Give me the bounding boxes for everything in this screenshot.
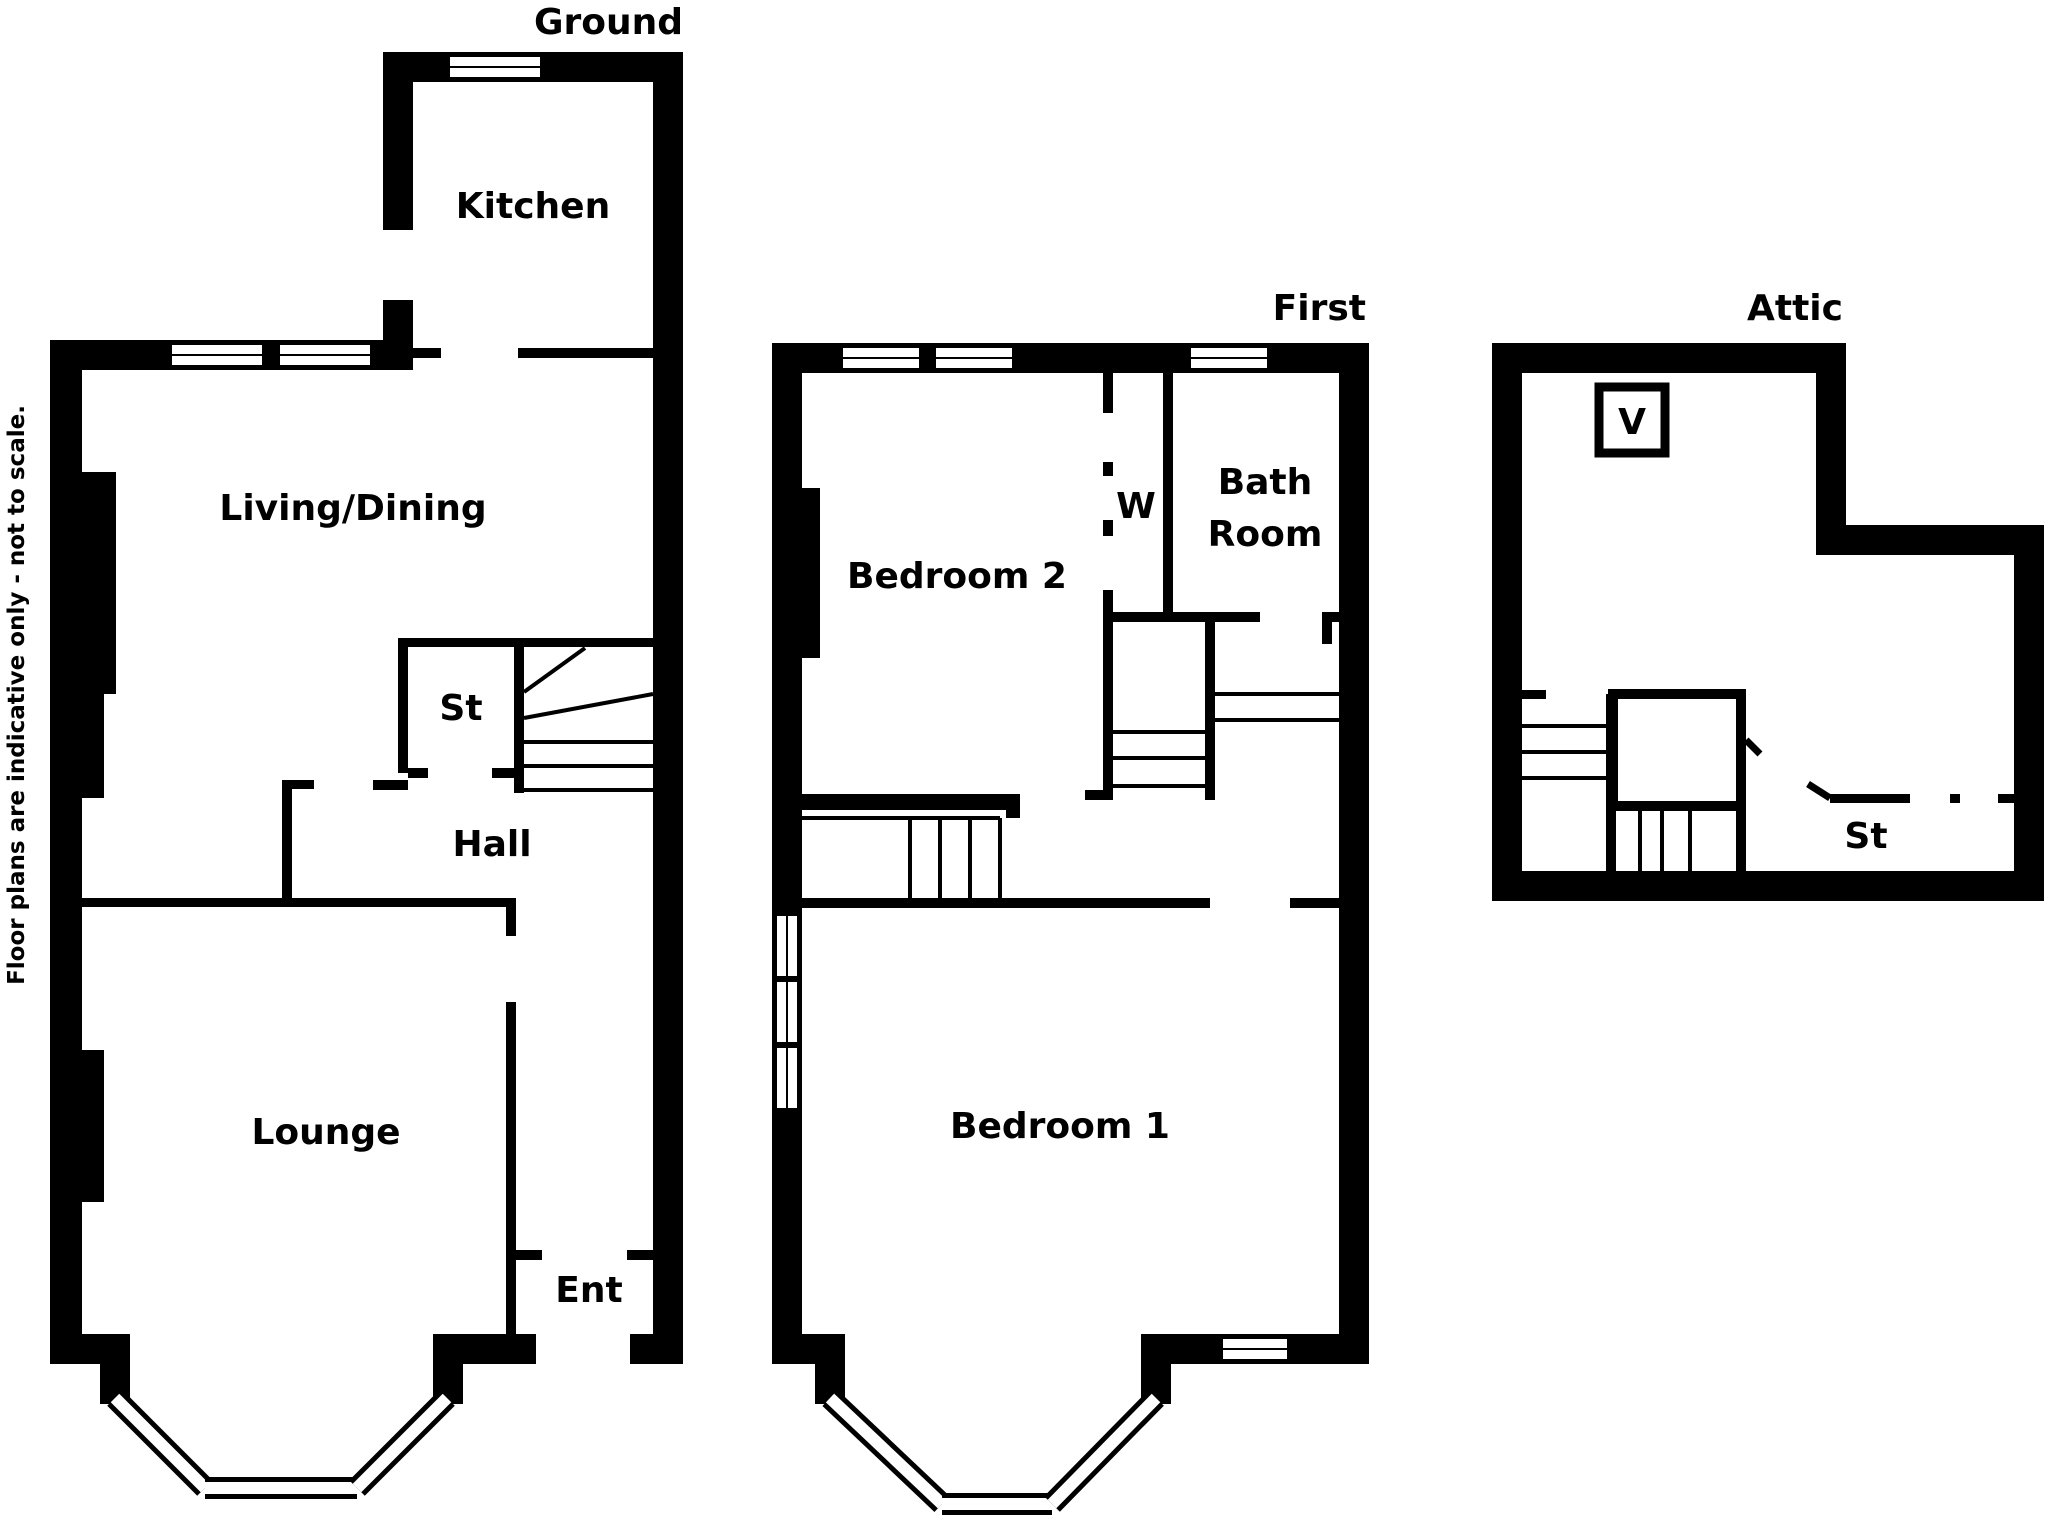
wall xyxy=(2014,525,2044,901)
wall xyxy=(282,780,314,789)
room-label-wardrobe: W xyxy=(1116,486,1156,527)
window xyxy=(775,1046,799,1110)
wall xyxy=(282,780,292,900)
stair-enclosure xyxy=(1608,689,1746,811)
bay-window xyxy=(107,1390,455,1499)
staircase xyxy=(1113,692,1339,788)
window xyxy=(278,343,372,367)
wall xyxy=(1006,804,1020,818)
wall xyxy=(627,1250,653,1260)
wall xyxy=(1339,343,1369,1364)
window xyxy=(1221,1337,1289,1361)
window xyxy=(448,55,542,79)
wall xyxy=(373,780,408,790)
wall xyxy=(1103,520,1113,536)
wall xyxy=(1806,781,1832,801)
wall xyxy=(1998,794,2014,803)
wall xyxy=(506,898,516,936)
wall xyxy=(506,1002,516,1342)
room-label-store: St xyxy=(439,688,482,729)
window xyxy=(775,980,799,1044)
window xyxy=(841,346,921,370)
wall xyxy=(772,343,802,1364)
wall xyxy=(653,52,683,1364)
chimney-breast xyxy=(82,694,104,798)
wall xyxy=(1085,790,1113,800)
window xyxy=(170,343,264,367)
wall xyxy=(1816,525,2044,555)
wall xyxy=(514,645,524,793)
wall xyxy=(1113,612,1260,622)
wall xyxy=(1290,898,1339,908)
wall xyxy=(1522,690,1546,699)
floor-title-ground: Ground xyxy=(534,2,683,43)
velux-window xyxy=(1594,382,1670,458)
attic-plan xyxy=(1492,343,2044,901)
room-label-bedroom-2: Bedroom 2 xyxy=(847,556,1067,597)
wall xyxy=(492,768,524,778)
wall xyxy=(1103,590,1113,800)
wall xyxy=(1205,618,1215,800)
room-label-attic-store: St xyxy=(1844,816,1887,857)
wall xyxy=(413,348,441,358)
ground-floor-plan xyxy=(50,52,683,1499)
room-label-lounge: Lounge xyxy=(251,1112,400,1153)
wall xyxy=(1492,343,1522,901)
room-label-room: Room xyxy=(1208,514,1323,555)
wall xyxy=(1606,694,1616,871)
wall xyxy=(1141,1334,1171,1404)
staircase xyxy=(1522,724,1692,871)
wall xyxy=(1492,343,1846,373)
wall xyxy=(1830,794,1910,803)
wall xyxy=(100,1334,130,1404)
velux-label: V xyxy=(1618,402,1646,443)
room-label-living-dining: Living/Dining xyxy=(219,488,486,529)
floor-title-attic: Attic xyxy=(1747,288,1843,329)
wall xyxy=(1103,462,1113,476)
wall xyxy=(1736,694,1746,871)
wall xyxy=(82,898,516,907)
room-label-bath: Bath xyxy=(1218,462,1313,503)
room-label-kitchen: Kitchen xyxy=(456,186,610,227)
room-label-hall: Hall xyxy=(452,824,531,865)
wall xyxy=(1950,794,1960,803)
wall xyxy=(802,794,1020,810)
wall xyxy=(630,1334,683,1364)
wall xyxy=(1322,612,1332,644)
room-label-bedroom-1: Bedroom 1 xyxy=(950,1106,1170,1147)
wall xyxy=(383,52,413,230)
chimney-breast xyxy=(82,1050,104,1202)
staircase xyxy=(522,646,654,792)
wall xyxy=(1103,373,1113,413)
wall xyxy=(1816,343,1846,555)
wall xyxy=(398,638,408,773)
wall xyxy=(516,1250,542,1260)
disclaimer: Floor plans are indicative only - not to… xyxy=(4,405,30,985)
wall xyxy=(1492,871,2044,901)
floor-title-first: First xyxy=(1273,288,1366,329)
staircase xyxy=(802,816,1002,902)
wall xyxy=(408,768,428,778)
wall xyxy=(50,340,82,1364)
chimney-breast xyxy=(802,488,820,658)
window xyxy=(1189,346,1269,370)
chimney-breast xyxy=(82,472,116,694)
first-floor-plan xyxy=(772,343,1369,1515)
window xyxy=(934,346,1014,370)
wall xyxy=(518,348,653,358)
wall xyxy=(802,898,1210,908)
window xyxy=(775,914,799,978)
room-label-entrance: Ent xyxy=(555,1270,622,1311)
wall xyxy=(1743,737,1763,757)
bay-window xyxy=(822,1390,1164,1515)
wall xyxy=(1163,373,1173,618)
wall xyxy=(398,638,653,647)
